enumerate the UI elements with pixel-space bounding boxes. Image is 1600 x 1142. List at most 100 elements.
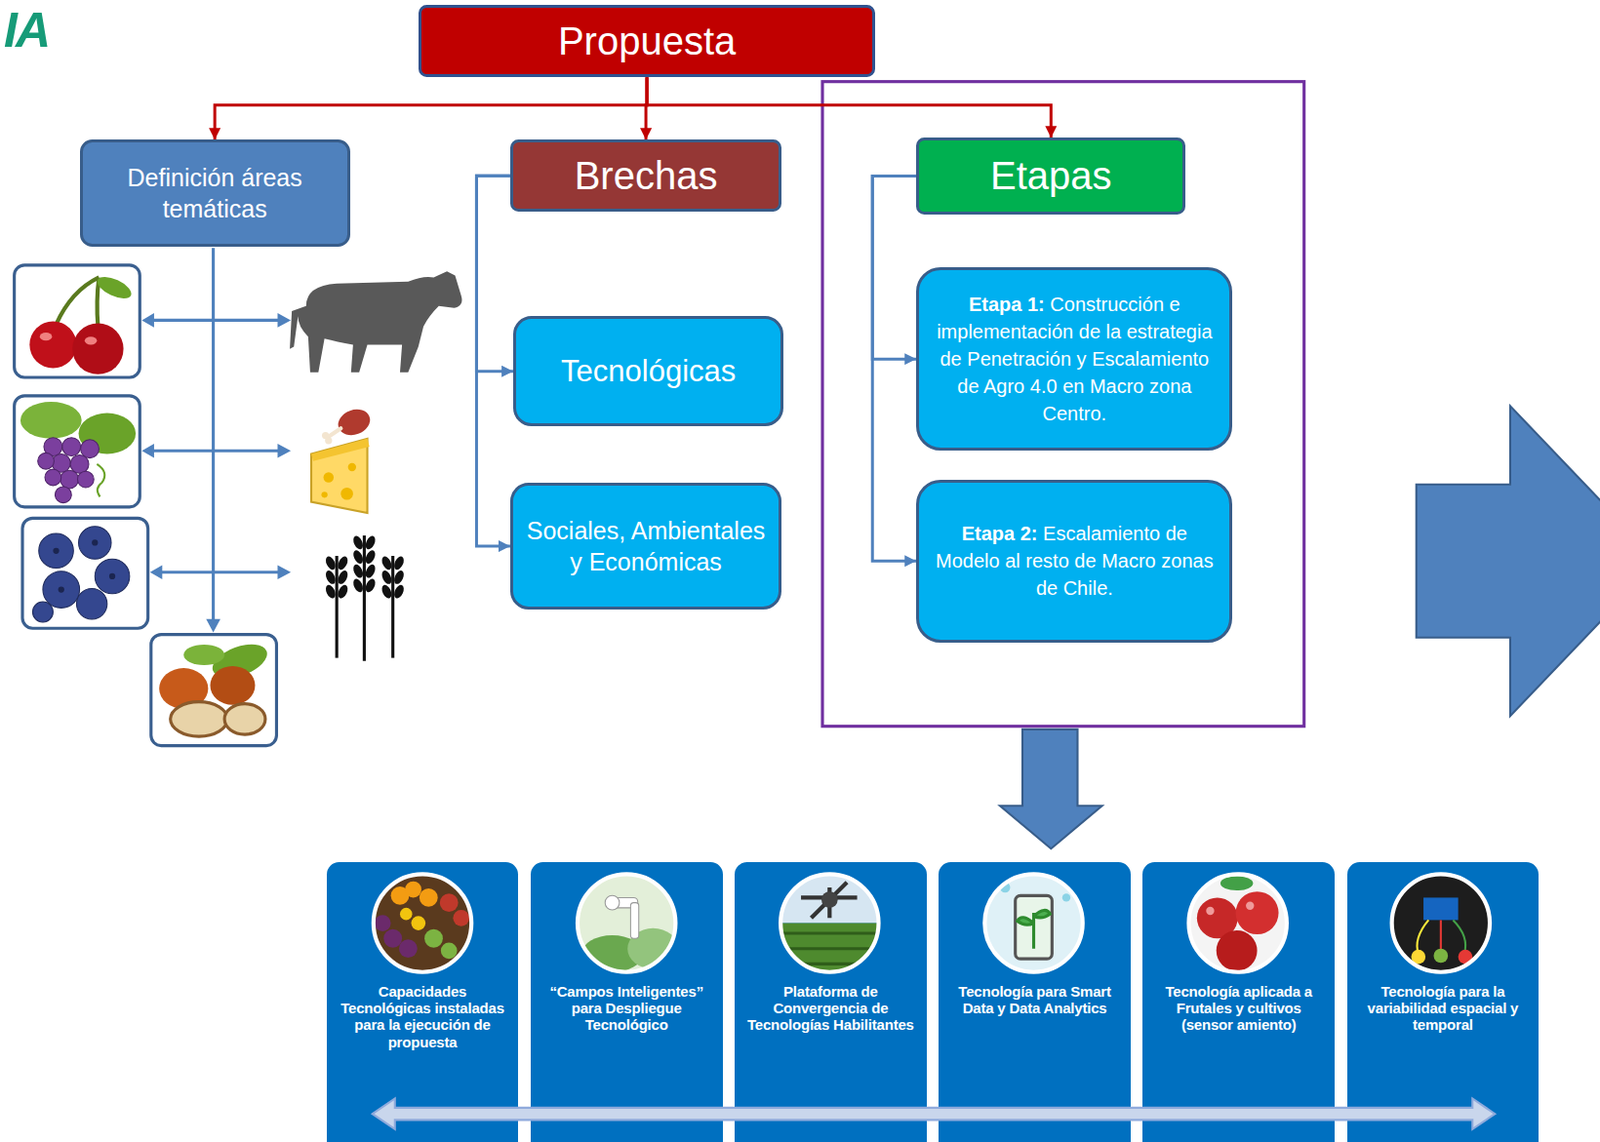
cherry-icon	[40, 332, 53, 341]
icon-ring	[984, 874, 1082, 972]
phone-photo	[1017, 910, 1050, 949]
card-icons	[367, 867, 1501, 1130]
blueberry-icon	[52, 539, 116, 593]
node-text: Tecnología para la variabilidad espacial…	[1357, 983, 1530, 1035]
drone-photo	[775, 931, 888, 935]
wheat-icon	[363, 549, 378, 566]
robot-photo	[604, 895, 620, 911]
connector-arrow	[872, 175, 917, 360]
wheat-icon	[380, 569, 395, 587]
text-holder: Sociales, Ambientales y Económicas	[522, 515, 769, 579]
phone-photo	[1000, 882, 1010, 893]
cherry-icon	[56, 277, 100, 326]
robot-photo	[571, 867, 684, 980]
icon-ring	[1188, 874, 1286, 972]
wheat-icon	[362, 535, 366, 662]
sensor-photo	[1452, 920, 1466, 955]
phone-photo	[1062, 893, 1071, 902]
connector-arrow	[476, 175, 514, 371]
node-text: Plataforma de Convergencia de Tecnología…	[744, 983, 918, 1035]
wheat-icon	[391, 556, 395, 659]
food-icon	[320, 463, 357, 501]
blueberry-icon	[39, 533, 75, 569]
market-photo	[400, 908, 426, 931]
market-photo	[440, 942, 458, 960]
technology-card: “Campos Inteligentes” para Despliegue Te…	[530, 862, 723, 1142]
drone-photo	[800, 882, 858, 920]
text-holder: Brechas	[522, 150, 769, 201]
theme-links	[141, 247, 291, 633]
icon-ring	[577, 874, 676, 972]
robot-photo	[627, 928, 679, 970]
market-photo	[374, 915, 392, 932]
robot-photo	[571, 867, 684, 980]
wheat-icon	[323, 583, 338, 600]
wheat-icon	[392, 569, 406, 587]
text-holder: Definición áreas temáticas	[92, 161, 338, 226]
gap-box: Brechas	[510, 139, 782, 212]
background-illustration	[14, 81, 1600, 850]
cherry-icon	[84, 336, 98, 345]
connector-arrow	[872, 175, 917, 561]
node-text: Capacidades Tecnológicas instaladas para…	[336, 983, 510, 1051]
drone-photo	[821, 891, 839, 909]
theme-links	[277, 564, 291, 580]
grape-icon	[44, 469, 62, 486]
node-text: Propuesta	[431, 15, 864, 67]
market-photo	[440, 893, 470, 926]
gap-category-box: Sociales, Ambientales y Económicas	[510, 482, 782, 611]
blueberry-icon	[22, 518, 149, 629]
grape-icon	[20, 401, 82, 440]
wheat-icon	[335, 556, 339, 659]
drone-photo	[775, 933, 888, 964]
drone-photo	[827, 887, 832, 919]
grape-icon	[14, 396, 141, 508]
sensor-photo	[1417, 920, 1467, 955]
text-holder: Tecnología para Smart Data y Data Analyt…	[948, 983, 1121, 1018]
wheat-icon	[351, 562, 365, 580]
wheat-icon	[323, 569, 338, 587]
market-photo	[391, 881, 439, 908]
stages-box: Etapas	[916, 137, 1186, 214]
grape-icon	[77, 471, 94, 488]
food-icon	[323, 472, 334, 482]
sensor-photo	[1423, 897, 1459, 920]
wheat-icon	[336, 583, 351, 600]
apple-photo	[1205, 907, 1214, 916]
food-icon	[320, 491, 327, 498]
theme-links	[153, 449, 280, 453]
market-photo	[367, 867, 480, 980]
theme-links	[141, 443, 155, 459]
market-photo	[399, 939, 418, 959]
wheat-icon	[380, 555, 395, 572]
icon-ring	[373, 874, 472, 972]
blueberry-icon	[42, 571, 80, 609]
blueberry-icon	[32, 601, 53, 623]
blueberry-icon	[79, 526, 112, 560]
icon-ring	[780, 874, 879, 972]
market-photo	[419, 888, 439, 908]
hazelnut-icon	[183, 644, 225, 666]
theme-links	[141, 313, 155, 328]
apple-photo	[1216, 930, 1258, 972]
wheat-icon	[323, 534, 406, 662]
cow-icon	[289, 271, 462, 373]
food-icon	[328, 428, 342, 437]
hazelnut-icon	[209, 666, 255, 706]
market-photo	[424, 929, 457, 960]
hazelnut-icon	[170, 702, 229, 738]
sensor-photo	[1440, 920, 1442, 951]
robot-photo	[630, 903, 639, 940]
apple-photo	[1245, 902, 1254, 911]
theme-links	[277, 443, 291, 459]
grape-icon	[38, 438, 100, 504]
market-photo	[452, 910, 470, 927]
grape-icon	[54, 486, 72, 504]
wheat-icon	[380, 583, 395, 600]
text-holder: Plataforma de Convergencia de Tecnología…	[744, 983, 918, 1035]
technology-card: Tecnología para la variabilidad espacial…	[1347, 862, 1540, 1142]
apple-photo	[1236, 891, 1280, 935]
food-icon	[311, 439, 370, 462]
technology-card: Tecnología para Smart Data y Data Analyt…	[938, 862, 1131, 1142]
